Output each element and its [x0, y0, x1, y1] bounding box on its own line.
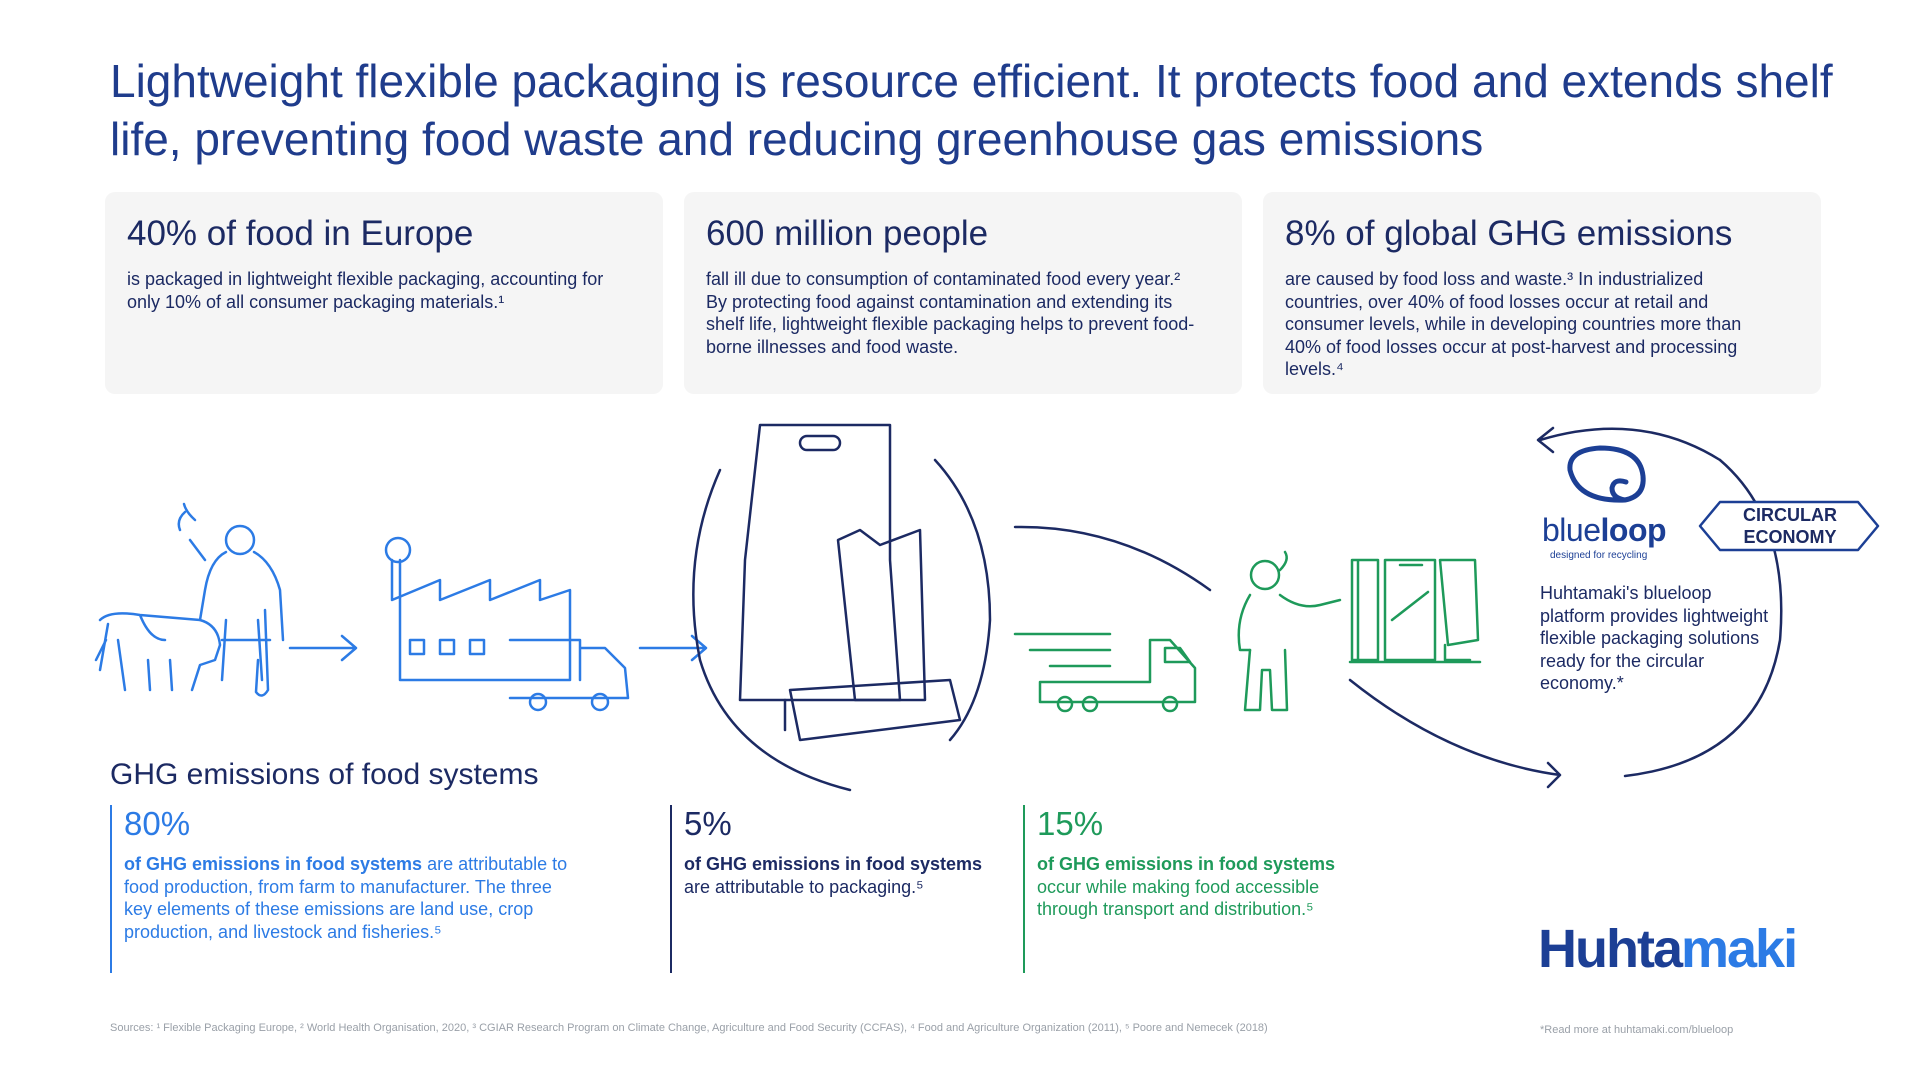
- stat-percent: 5%: [684, 805, 732, 842]
- card-heading: 40% of food in Europe: [127, 214, 474, 253]
- card-body: fall ill due to consumption of contamina…: [706, 269, 1195, 357]
- stat-card-europe: 40% of food in Europe is packaged in lig…: [105, 192, 663, 394]
- blueloop-word-light: blue: [1542, 512, 1601, 548]
- stat-text-bold: of GHG emissions in food systems: [1037, 854, 1336, 874]
- ghg-stat-production: 80% of GHG emissions in food systems are…: [110, 805, 582, 973]
- circular-economy-badge: [1698, 500, 1880, 552]
- card-heading: 8% of global GHG emissions: [1285, 214, 1733, 253]
- ghg-heading: GHG emissions of food systems: [110, 758, 539, 791]
- logo-part-1: Huhta: [1538, 919, 1683, 979]
- card-body: is packaged in lightweight flexible pack…: [127, 269, 604, 312]
- card-body: are caused by food loss and waste.³ In i…: [1285, 269, 1742, 379]
- blueloop-word-bold: loop: [1600, 512, 1667, 548]
- card-heading: 600 million people: [706, 214, 989, 253]
- blueloop-wordmark: blueloop: [1542, 512, 1667, 549]
- stat-percent: 80%: [124, 805, 191, 842]
- stat-card-ghg: 8% of global GHG emissions are caused by…: [1263, 192, 1821, 394]
- page-title: Lightweight flexible packaging is resour…: [110, 55, 1833, 165]
- delivery-truck-icon: [1013, 632, 1197, 713]
- stat-percent: 15%: [1037, 805, 1104, 842]
- sources-footnote: Sources: ¹ Flexible Packaging Europe, ² …: [110, 1022, 1268, 1034]
- logo-part-2: maki: [1680, 919, 1798, 979]
- stat-text-rest: are attributable to food production, fro…: [124, 854, 568, 942]
- arrow-right-icon: [288, 634, 358, 662]
- retail-shelf-icon: [1348, 558, 1482, 664]
- huhtamaki-logo: Huhtamaki: [1538, 918, 1798, 980]
- blueloop-description: Huhtamaki's blueloop platform provides l…: [1540, 583, 1769, 693]
- blueloop-tagline: designed for recycling: [1550, 550, 1648, 561]
- stat-text: of GHG emissions in food systems occur w…: [1037, 853, 1357, 921]
- stat-text-rest: are attributable to packaging.⁵: [684, 876, 924, 897]
- stat-text-rest: occur while making food accessible throu…: [1037, 876, 1320, 920]
- factory-truck-icon: [384, 536, 630, 712]
- stat-text-bold: of GHG emissions in food systems: [684, 854, 983, 874]
- ghg-stat-transport: 15% of GHG emissions in food systems occ…: [1023, 805, 1365, 973]
- stat-text-bold: of GHG emissions in food systems: [124, 854, 423, 874]
- stat-text: of GHG emissions in food systems are att…: [124, 853, 579, 943]
- shopper-icon: [1237, 550, 1342, 712]
- stat-card-people: 600 million people fall ill due to consu…: [684, 192, 1242, 394]
- ghg-stat-packaging: 5% of GHG emissions in food systems are …: [670, 805, 1002, 973]
- stat-text: of GHG emissions in food systems are att…: [684, 853, 1004, 898]
- blueloop-logo-icon: [1567, 445, 1646, 503]
- read-more-link[interactable]: *Read more at huhtamaki.com/blueloop: [1540, 1024, 1734, 1036]
- circular-economy-label: CIRCULAR ECONOMY: [1700, 504, 1880, 548]
- badge-line-1: CIRCULAR: [1743, 505, 1837, 525]
- badge-line-2: ECONOMY: [1743, 527, 1837, 547]
- packaging-products-icon: [692, 423, 992, 792]
- farmer-cows-icon: [94, 502, 285, 697]
